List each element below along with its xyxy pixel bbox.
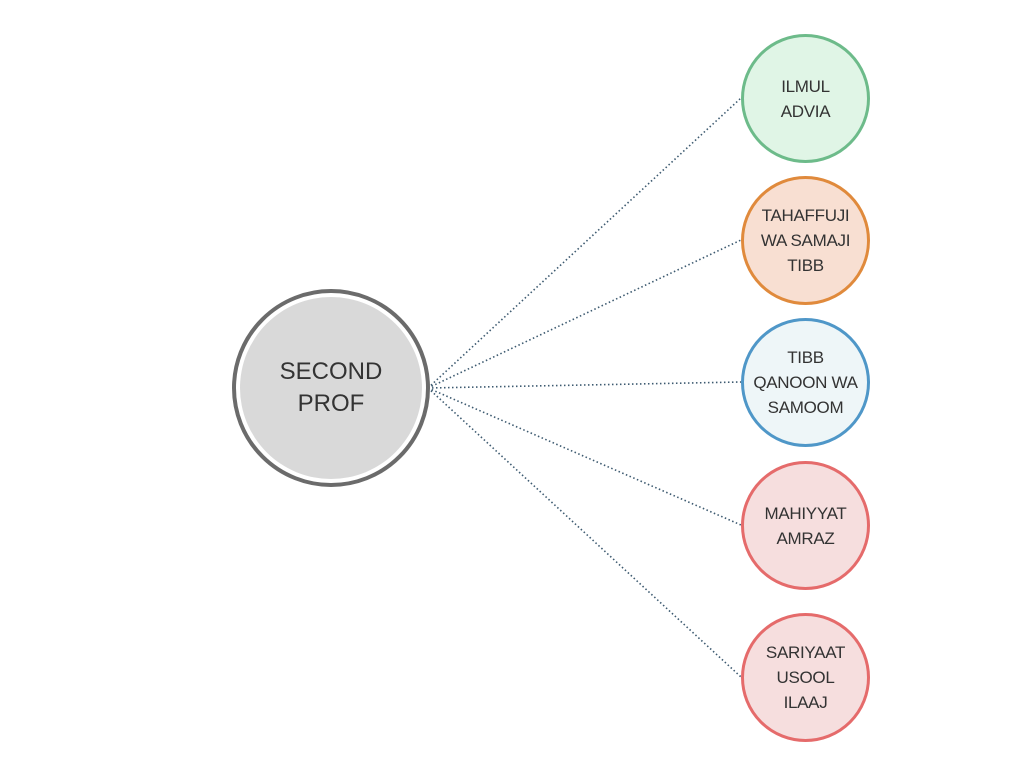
node-mahiyyat-amraz[interactable]: MAHIYYAT AMRAZ [741, 461, 870, 590]
center-label: SECOND PROF [279, 358, 383, 417]
node-label: TIBB QANOON WA SAMOOM [753, 348, 858, 417]
node-label: ILMUL ADVIA [780, 76, 831, 121]
connector-line [427, 387, 742, 678]
node-tibb-qanoon-wa-samoom[interactable]: TIBB QANOON WA SAMOOM [741, 318, 870, 447]
center-node[interactable]: SECOND PROF [232, 289, 430, 487]
connector-line [427, 239, 742, 389]
connector-line [427, 97, 742, 389]
node-tahaffuji-wa-samaji-tibb[interactable]: TAHAFFUJI WA SAMAJI TIBB [741, 176, 870, 305]
connector-line [427, 381, 742, 389]
node-ilmul-advia[interactable]: ILMUL ADVIA [741, 34, 870, 163]
node-label: MAHIYYAT AMRAZ [764, 503, 847, 548]
node-label: TAHAFFUJI WA SAMAJI TIBB [760, 206, 851, 275]
node-sariyaat-usool-ilaaj[interactable]: SARIYAAT USOOL ILAAJ [741, 613, 870, 742]
node-label: SARIYAAT USOOL ILAAJ [765, 643, 846, 712]
connector-line [427, 387, 742, 526]
